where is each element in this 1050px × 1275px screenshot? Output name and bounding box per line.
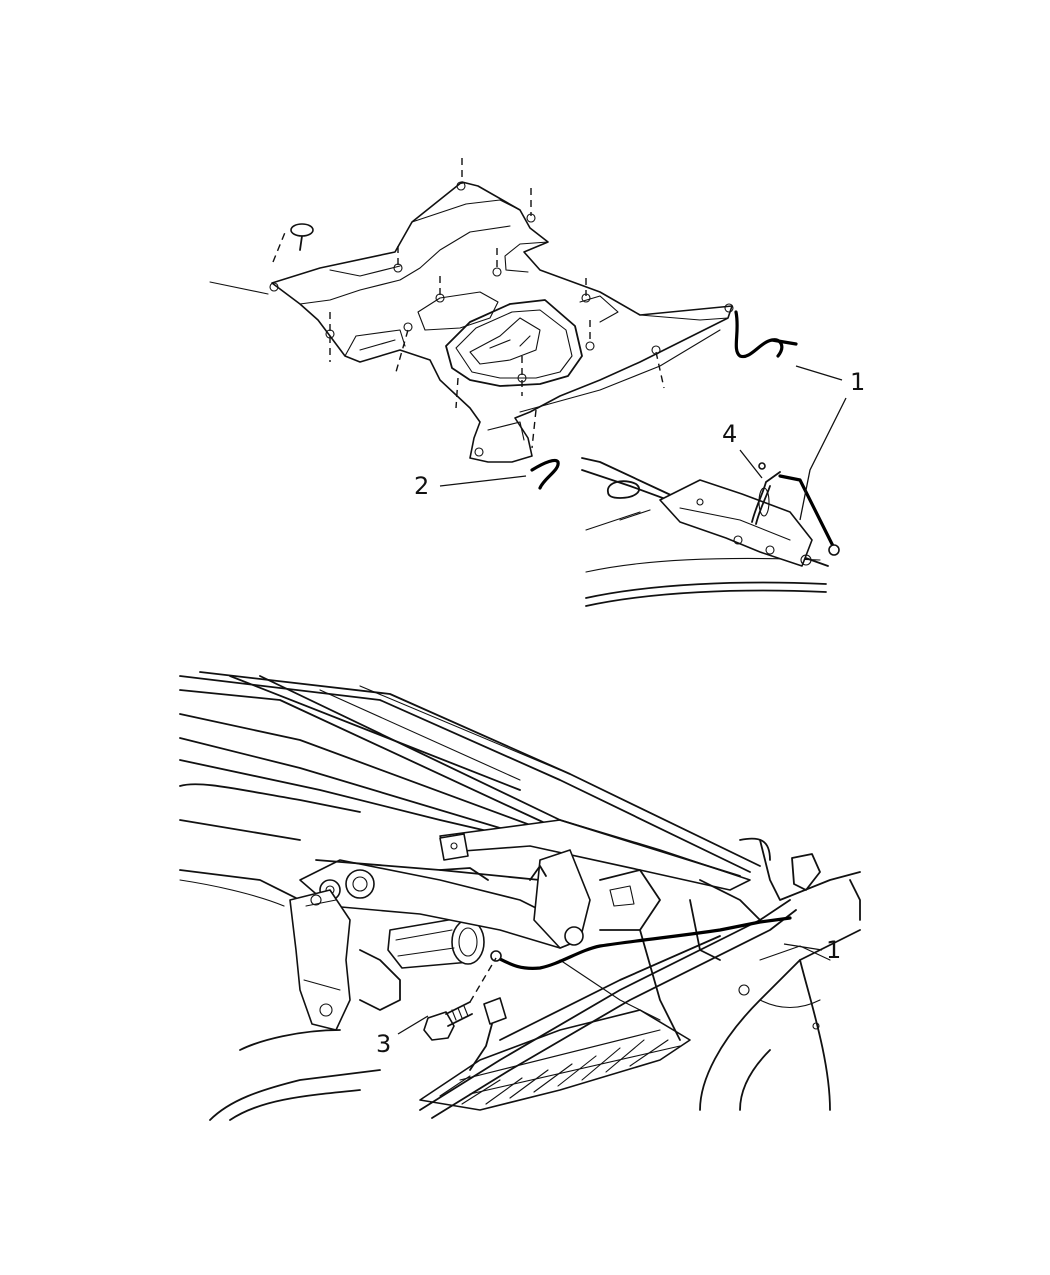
bolt-item-3 <box>423 1001 473 1041</box>
hood-release-cable <box>734 310 798 359</box>
cable-routing <box>496 916 792 970</box>
cable-end-item-2 <box>530 458 560 490</box>
center-opening <box>445 299 583 387</box>
callout-top-item-1: 1 <box>795 365 865 521</box>
wiper-motor <box>387 917 485 969</box>
callout-bottom-item-1: 1 <box>783 936 841 964</box>
svg-text:1: 1 <box>826 936 841 964</box>
callout-top-item-4: 4 <box>722 420 763 479</box>
svg-text:3: 3 <box>376 1030 391 1058</box>
shield-panel-outline <box>271 181 733 463</box>
callout-bottom-item-3: 3 <box>376 1015 429 1058</box>
svg-text:2: 2 <box>414 472 429 500</box>
latch-detail-inset <box>581 457 840 607</box>
underbody-shield-assembly <box>209 158 734 463</box>
wiper-linkage <box>299 849 591 949</box>
hood-latch <box>659 479 813 567</box>
callout-top-item-2: 2 <box>414 472 527 500</box>
cowl-screen-grid <box>419 1009 691 1111</box>
cowl-wiper-assembly <box>179 671 861 1121</box>
push-pin-fastener <box>290 223 314 251</box>
svg-text:4: 4 <box>722 420 737 448</box>
svg-text:1: 1 <box>850 368 865 396</box>
fastener-axis-lines <box>272 158 665 449</box>
mounting-bracket-left <box>289 889 351 1031</box>
